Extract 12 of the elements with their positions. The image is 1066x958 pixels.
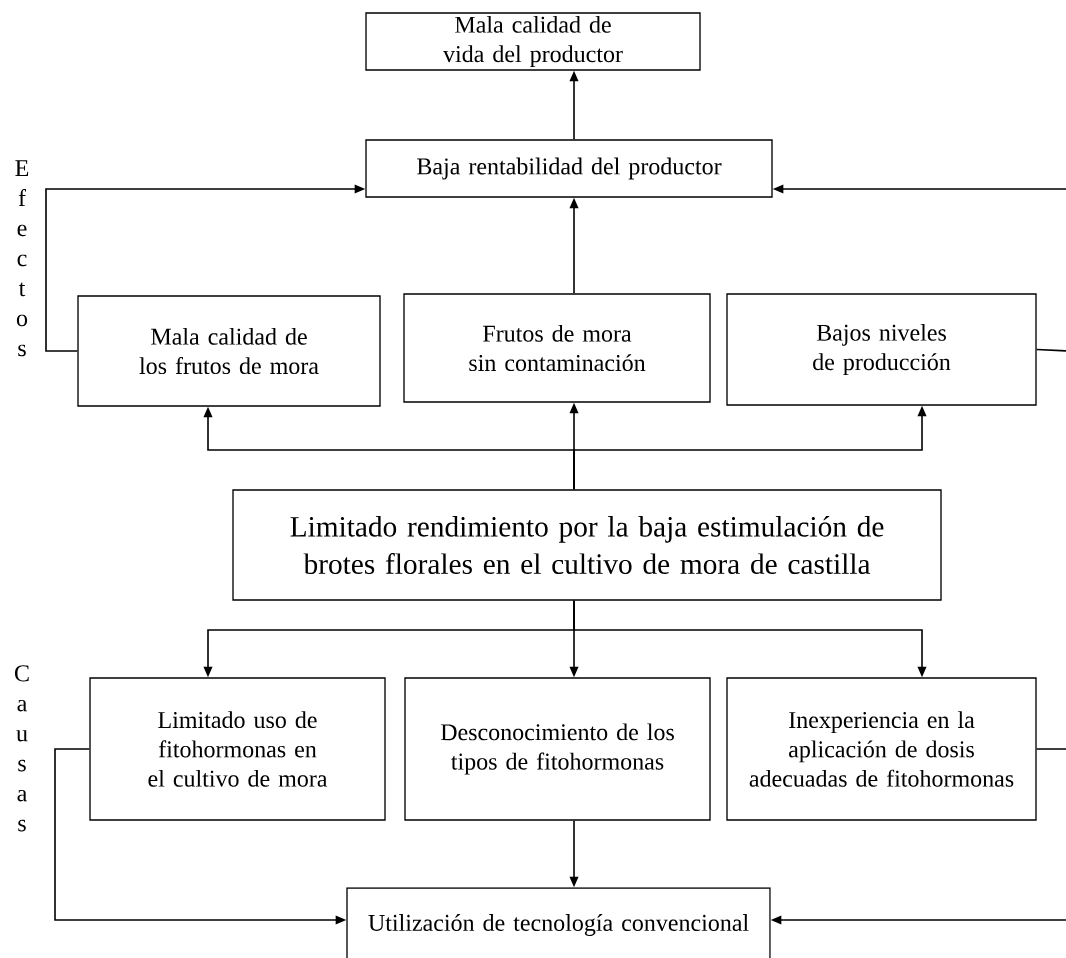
text-box: Inexperiencia en la aplicación de dosis adecuadas de fitohormonas	[726, 677, 1037, 821]
text-box: Frutos de mora sin contaminación	[403, 293, 711, 403]
text-box: Limitado uso de fitohormonas en el cultivo de mora	[89, 677, 386, 821]
vertical-label: Causas	[15, 665, 29, 832]
text-box: Utilización de tecnología convencional	[346, 887, 771, 958]
vertical-label: Efectos	[15, 160, 29, 357]
text-box: Baja rentabilidad del productor	[365, 139, 773, 198]
text-box: Limitado rendimiento por la baja estimulación de brotes florales en el cultivo de mora de castilla	[232, 489, 942, 601]
text-box: Mala calidad de los frutos de mora	[77, 295, 381, 407]
text-box: Mala calidad de vida del productor	[365, 12, 701, 71]
text-box: Bajos niveles de producción	[726, 293, 1037, 406]
text-box: Desconocimiento de los tipos de fitohormonas	[404, 677, 711, 821]
